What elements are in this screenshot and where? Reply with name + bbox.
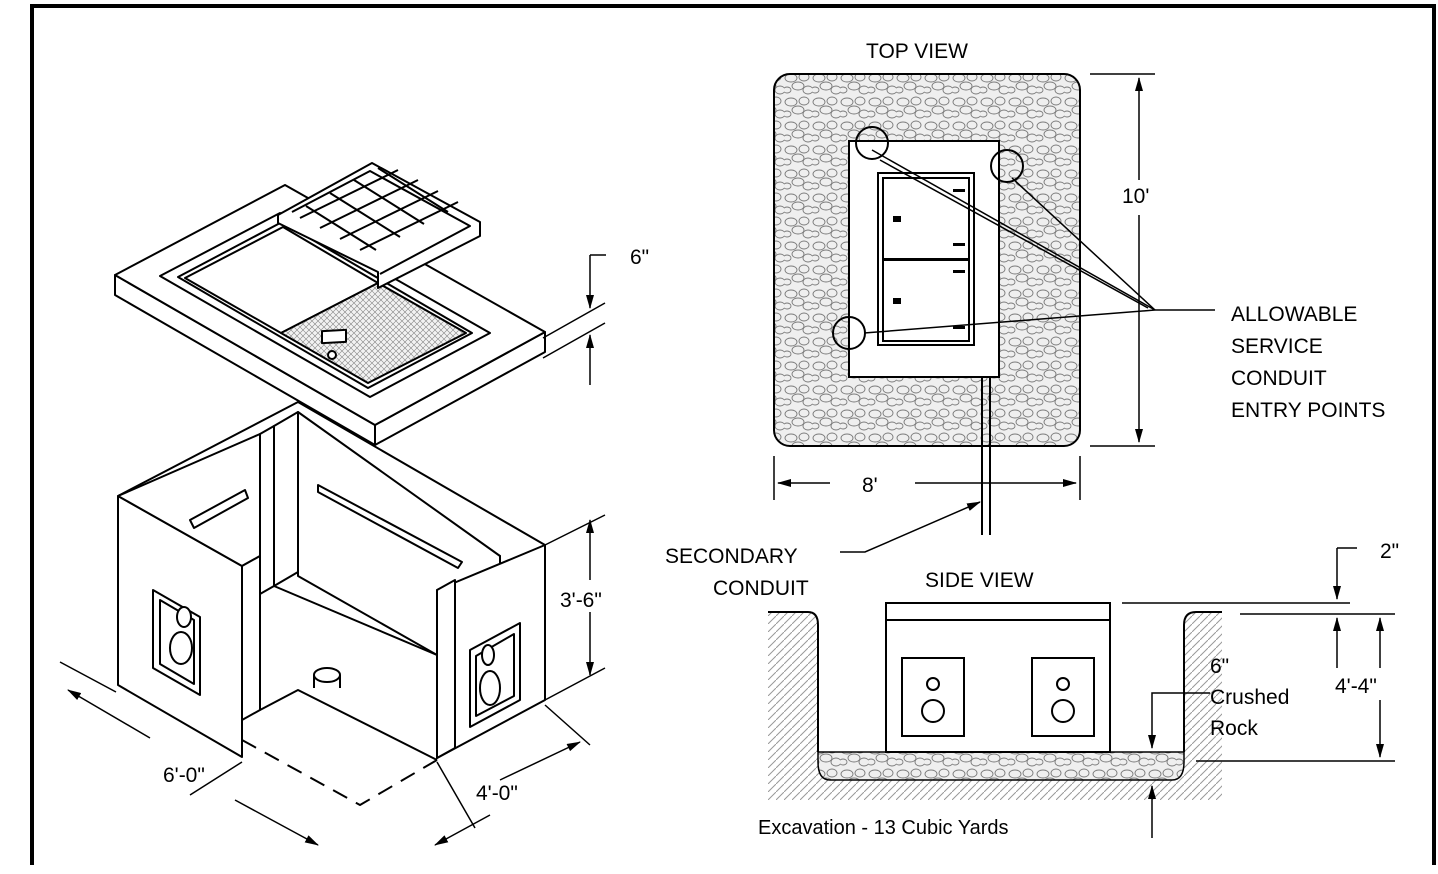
grate-bars-a [299, 169, 459, 251]
secondary-conduit [981, 377, 991, 535]
dim-height-extension [544, 514, 606, 701]
lid-opening-inner [177, 221, 473, 389]
knockout-side-left-large [921, 699, 945, 723]
inner-left-wall [241, 555, 261, 721]
dim-8ft [773, 456, 1081, 500]
support-ledge-back [317, 484, 463, 569]
side-view-title: SIDE VIEW [925, 569, 1034, 592]
rock-note-line-2: Crushed [1210, 686, 1289, 709]
cover-hardware [893, 189, 965, 329]
iso-lid [114, 162, 546, 446]
knockout-side-right-small [1056, 677, 1070, 691]
floor-back-edge [273, 585, 438, 656]
dim-length-arrow-right [234, 799, 319, 846]
knockout-small-right [481, 644, 495, 666]
side-lid-dim: 2" [1380, 540, 1399, 563]
floor-edge [259, 689, 438, 761]
iso-lid-thickness-label: 6" [630, 246, 649, 269]
knockout-side-right [1031, 657, 1095, 737]
conduit-note-line-1: SECONDARY [665, 545, 798, 568]
excavation-outline [768, 611, 1222, 752]
sheet-border [30, 4, 1436, 865]
knockout-side-left [901, 657, 965, 737]
lift-handle [321, 328, 347, 345]
iso-box-height-label: 3'-6" [560, 589, 602, 612]
knockout-large-right [479, 670, 501, 706]
iso-box [117, 401, 546, 806]
secondary-conduit-note: SECONDARY CONDUIT [665, 545, 809, 600]
hidden-front-edge [241, 739, 438, 806]
dim-width-extension [436, 704, 591, 829]
soil-hatch [768, 612, 1222, 800]
dim-lid-arrow-top [590, 254, 606, 308]
rock-note-line-1: 6" [1210, 655, 1229, 678]
cover-plate-diamond [280, 282, 467, 384]
conduit-note-line-2: CONDUIT [713, 577, 809, 600]
lift-handle-hole [327, 350, 337, 360]
knockout-large-left [169, 631, 193, 665]
iso-box-width-label: 4'-0" [476, 782, 518, 805]
entry-points-note: ALLOWABLE SERVICE CONDUIT ENTRY POINTS [1231, 303, 1385, 422]
side-view [768, 547, 1395, 838]
knockout-side-left-small [926, 677, 940, 691]
grate-bars-b [305, 167, 449, 251]
entry-note-line-3: CONDUIT [1231, 367, 1327, 390]
knockout-side-right-large [1051, 699, 1075, 723]
top-view-width-dim: 8' [862, 474, 878, 497]
drain-sides [313, 675, 341, 688]
side-depth-dim: 4'-4" [1335, 675, 1377, 698]
excavation-note: Excavation - 13 Cubic Yards [758, 817, 1009, 839]
top-view-height-dim: 10' [1122, 185, 1149, 208]
entry-leaders [863, 149, 1215, 334]
entry-note-line-2: SERVICE [1231, 335, 1323, 358]
dim-length-arrow-left [67, 689, 151, 739]
drain-hole [313, 667, 341, 683]
rock-note-line-3: Rock [1210, 717, 1258, 740]
entry-point-top-left [855, 126, 889, 160]
dim-width-arrow-right [499, 741, 581, 781]
entry-note-line-1: ALLOWABLE [1231, 303, 1357, 326]
dim-width-arrow-left [434, 814, 491, 846]
entry-note-line-4: ENTRY POINTS [1231, 399, 1385, 422]
side-dimensions [1122, 547, 1395, 838]
iso-dimensions [59, 254, 606, 846]
top-view-title: TOP VIEW [866, 40, 968, 63]
box-right-edge [436, 579, 456, 759]
dim-lid-extension [542, 302, 606, 359]
knockout-small-left [176, 606, 192, 628]
isometric-view [59, 162, 606, 846]
iso-box-length-label: 6'-0" [163, 764, 205, 787]
knockout-panel-right-inner [475, 633, 515, 717]
back-wall-corner [259, 425, 275, 595]
conduit-leader [840, 501, 981, 553]
crushed-rock-bed [817, 751, 1185, 781]
back-wall-edge [273, 411, 299, 587]
grate-frame [291, 170, 471, 275]
support-ledge-left [189, 489, 249, 529]
crushed-rock-note: 6" Crushed Rock [1210, 655, 1289, 740]
entry-point-top-right [990, 149, 1024, 183]
dim-length-extension [59, 661, 243, 796]
top-view [773, 73, 1215, 553]
dim-10ft [1090, 73, 1155, 447]
